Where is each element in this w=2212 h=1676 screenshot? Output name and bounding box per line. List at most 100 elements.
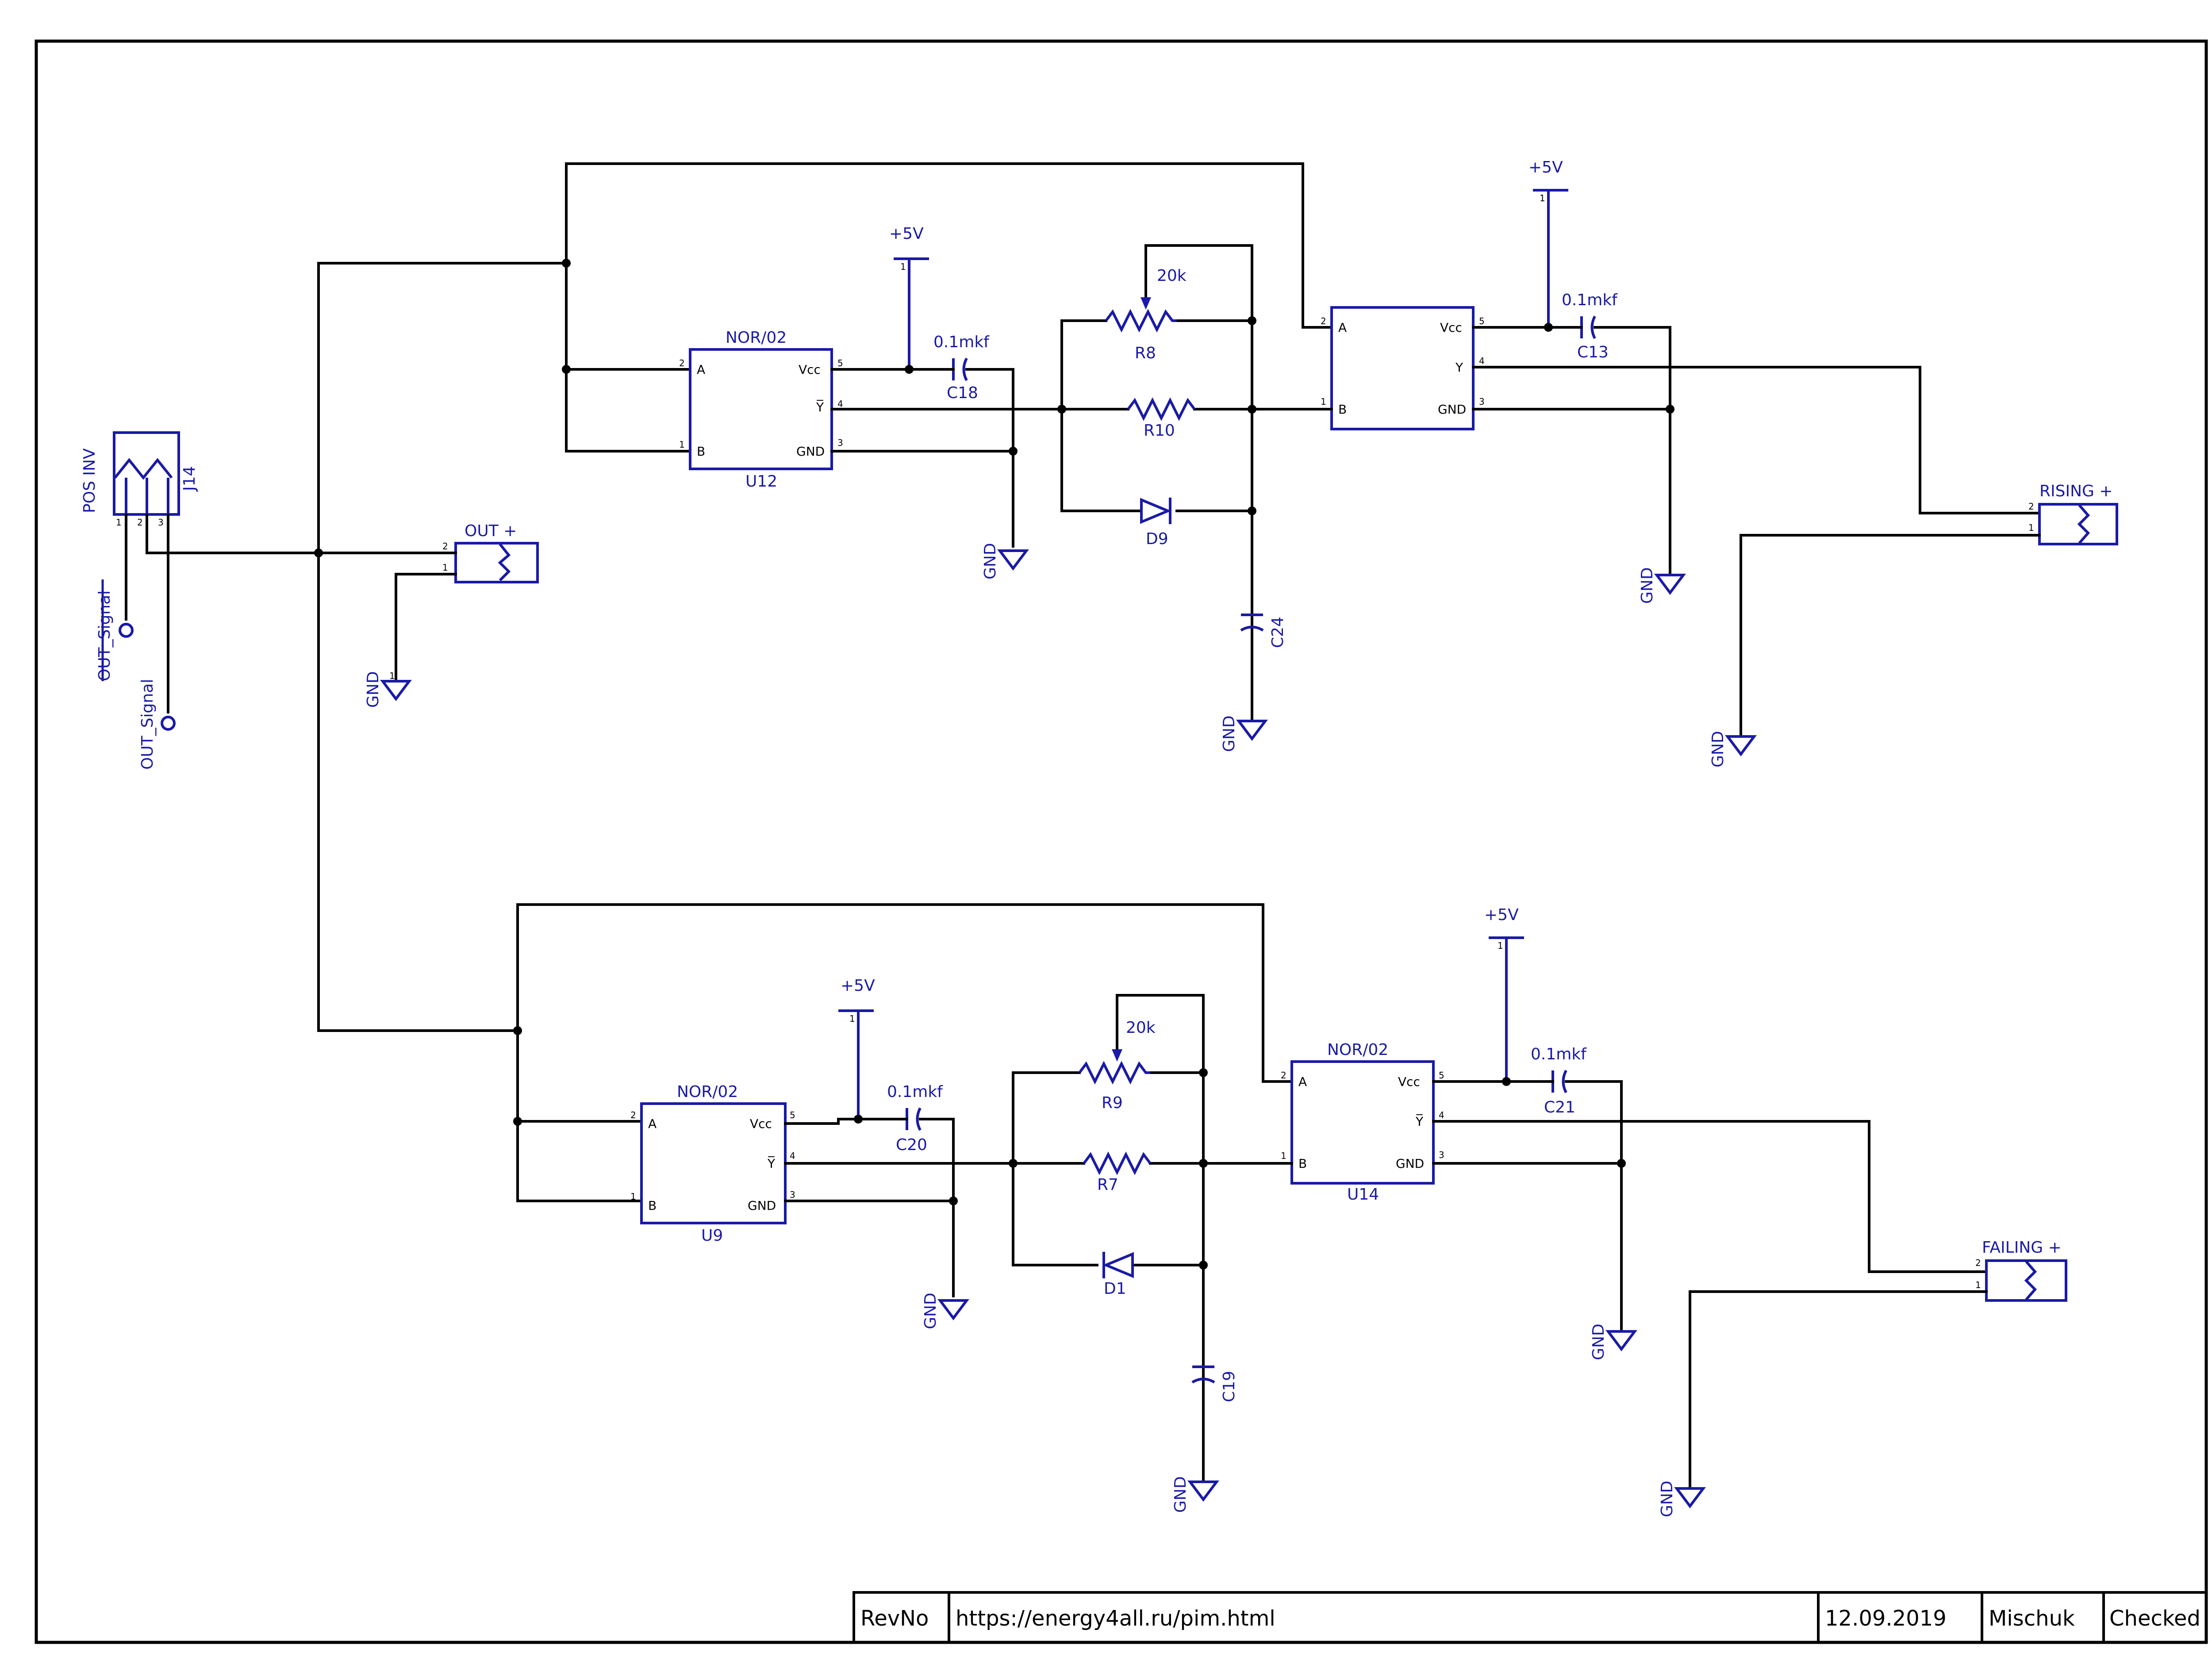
capacitor-c19: C19 <box>1191 1365 1238 1402</box>
svg-text:2: 2 <box>137 517 143 528</box>
title-checked: Checked <box>2109 1606 2200 1631</box>
potentiometer-r8: 20k R8 <box>1105 267 1187 362</box>
svg-text:A: A <box>697 362 705 377</box>
svg-text:C24: C24 <box>1269 617 1287 648</box>
vcc-symbol: +5V 1 <box>889 225 929 369</box>
svg-text:1: 1 <box>1975 1280 1981 1290</box>
svg-text:3: 3 <box>837 437 843 448</box>
svg-text:2: 2 <box>1975 1258 1981 1268</box>
svg-text:0.1mkf: 0.1mkf <box>1562 291 1618 309</box>
svg-text:2: 2 <box>1321 316 1326 326</box>
resistor-r10: R10 <box>1127 397 1196 440</box>
svg-text:0.1mkf: 0.1mkf <box>933 333 990 351</box>
svg-text:D9: D9 <box>1146 530 1168 548</box>
svg-text:5: 5 <box>1479 316 1485 326</box>
gnd-symbol: GND <box>1658 1480 1706 1517</box>
gnd-symbol: 1 GND <box>364 671 412 708</box>
svg-text:3: 3 <box>1479 396 1485 407</box>
svg-text:3: 3 <box>158 517 164 528</box>
svg-text:1: 1 <box>900 261 906 272</box>
svg-text:GND: GND <box>364 671 382 708</box>
svg-text:5: 5 <box>837 358 843 368</box>
svg-text:Y̅: Y̅ <box>767 1156 776 1171</box>
svg-text:Y̅: Y̅ <box>816 399 824 414</box>
gnd-symbol: GND <box>1171 1476 1219 1513</box>
gnd-symbol: GND <box>981 543 1029 579</box>
u12-ref: U12 <box>745 472 777 491</box>
svg-text:4: 4 <box>1439 1110 1444 1120</box>
svg-text:C18: C18 <box>947 384 978 402</box>
svg-text:Vcc: Vcc <box>799 362 821 377</box>
gate-u12: NOR/02 U12 A B Vcc Y̅ GND 2 1 5 4 3 <box>679 329 843 491</box>
vcc-symbol: +5V 1 <box>1484 906 1524 1082</box>
capacitor-c24: C24 <box>1240 614 1287 648</box>
svg-text:0.1mkf: 0.1mkf <box>1531 1045 1587 1063</box>
gnd-symbol: GND <box>1220 715 1268 752</box>
svg-text:5: 5 <box>1439 1070 1444 1081</box>
connector-out: 2 1 OUT + <box>442 522 539 583</box>
gate-u13: A B Vcc Y GND 2 1 5 4 3 <box>1321 306 1485 430</box>
out-signal-terminal <box>161 716 176 731</box>
svg-text:+5V: +5V <box>1484 906 1519 924</box>
svg-text:C21: C21 <box>1544 1098 1575 1116</box>
svg-text:B: B <box>1298 1156 1307 1171</box>
svg-text:1: 1 <box>1281 1151 1286 1161</box>
svg-text:4: 4 <box>1479 356 1485 366</box>
svg-text:4: 4 <box>837 399 843 409</box>
svg-text:GND: GND <box>1709 731 1727 767</box>
svg-text:A: A <box>1338 320 1347 335</box>
svg-text:GND: GND <box>1438 402 1466 417</box>
out-signal-inv-label: OUT_Signal <box>96 591 114 681</box>
gate-u9: NOR/02 U9 A B Vcc Y̅ GND 2 1 5 4 3 <box>630 1083 795 1245</box>
svg-text:20k: 20k <box>1157 267 1187 285</box>
diode-d1: D1 <box>1102 1252 1134 1298</box>
gnd-symbol: GND <box>1709 731 1757 767</box>
svg-text:GND: GND <box>1658 1480 1676 1517</box>
j14-ref: J14 <box>180 466 199 492</box>
svg-text:1: 1 <box>1498 940 1503 951</box>
svg-text:B: B <box>697 444 705 459</box>
svg-text:1: 1 <box>116 517 122 528</box>
svg-text:5: 5 <box>790 1110 795 1120</box>
svg-text:1: 1 <box>389 671 395 681</box>
svg-text:R7: R7 <box>1097 1176 1118 1194</box>
svg-text:R9: R9 <box>1102 1094 1123 1112</box>
svg-text:R10: R10 <box>1144 422 1175 440</box>
out-signal-label: OUT_Signal <box>138 679 157 770</box>
svg-text:C13: C13 <box>1577 343 1609 361</box>
u14-ref: U14 <box>1347 1185 1379 1204</box>
svg-text:1: 1 <box>1540 193 1545 203</box>
svg-text:GND: GND <box>922 1292 940 1329</box>
svg-text:2: 2 <box>1281 1070 1286 1081</box>
svg-text:GND: GND <box>796 444 825 459</box>
svg-text:1: 1 <box>442 562 448 573</box>
title-url: https://energy4all.ru/pim.html <box>956 1606 1275 1631</box>
u9-ref: U9 <box>701 1227 723 1245</box>
failing-label: FAILING + <box>1982 1239 2062 1257</box>
vcc-symbol: +5V 1 <box>838 977 875 1119</box>
svg-text:+5V: +5V <box>841 977 875 995</box>
svg-text:B: B <box>1338 402 1347 417</box>
svg-text:NOR/02: NOR/02 <box>1327 1041 1388 1059</box>
svg-text:20k: 20k <box>1126 1019 1156 1037</box>
connector-failing: 2 1 FAILING + <box>1975 1239 2067 1302</box>
svg-text:+5V: +5V <box>1528 158 1563 176</box>
vcc-symbol: +5V 1 <box>1528 158 1568 327</box>
connector-rising: 2 1 RISING + <box>2028 482 2118 545</box>
resistor-r7: R7 <box>1083 1151 1152 1194</box>
svg-text:3: 3 <box>790 1189 795 1200</box>
gnd-symbol: GND <box>922 1292 969 1329</box>
svg-text:1: 1 <box>1321 396 1326 407</box>
svg-text:GND: GND <box>1638 567 1656 604</box>
potentiometer-r9: 20k R9 <box>1078 1019 1156 1112</box>
svg-text:1: 1 <box>849 1013 855 1024</box>
svg-text:1: 1 <box>679 439 685 450</box>
svg-text:2: 2 <box>442 541 448 552</box>
svg-text:1: 1 <box>2028 522 2034 533</box>
out-label: OUT + <box>465 522 517 540</box>
svg-text:GND: GND <box>1396 1156 1424 1171</box>
svg-text:D1: D1 <box>1104 1280 1126 1298</box>
svg-text:3: 3 <box>1439 1150 1444 1160</box>
svg-text:4: 4 <box>790 1151 795 1161</box>
svg-text:2: 2 <box>630 1110 636 1120</box>
